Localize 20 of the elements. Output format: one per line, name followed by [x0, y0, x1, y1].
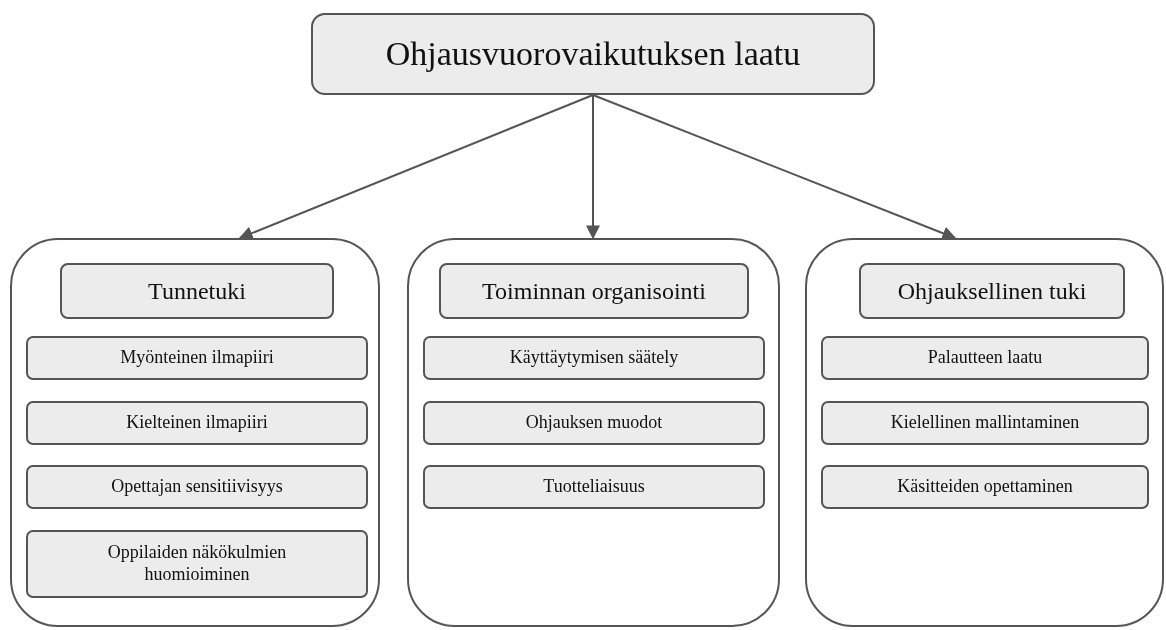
category-panel — [407, 238, 780, 627]
criterion-box: Myönteinen ilmapiiri — [26, 336, 368, 380]
criterion-box: Palautteen laatu — [821, 336, 1149, 380]
criterion-box: Oppilaiden näkökulmien huomioiminen — [26, 530, 368, 598]
criterion-box: Ohjauksen muodot — [423, 401, 765, 445]
arrow — [592, 94, 957, 240]
criterion-box: Tuotteliaisuus — [423, 465, 765, 509]
criterion-box: Käsitteiden opettaminen — [821, 465, 1149, 509]
criterion-box: Kielellinen mallintaminen — [821, 401, 1149, 445]
category-panel — [10, 238, 380, 627]
category-heading-box: Tunnetuki — [60, 263, 334, 319]
arrow — [238, 94, 594, 240]
criterion-box: Opettajan sensitiivisyys — [26, 465, 368, 509]
criterion-box: Kielteinen ilmapiiri — [26, 401, 368, 445]
criterion-box: Käyttäytymisen säätely — [423, 336, 765, 380]
category-panel — [805, 238, 1164, 627]
category-heading-box: Ohjauksellinen tuki — [859, 263, 1125, 319]
title-box: Ohjausvuorovaikutuksen laatu — [311, 13, 875, 95]
category-heading-box: Toiminnan organisointi — [439, 263, 749, 319]
arrow — [586, 94, 600, 240]
